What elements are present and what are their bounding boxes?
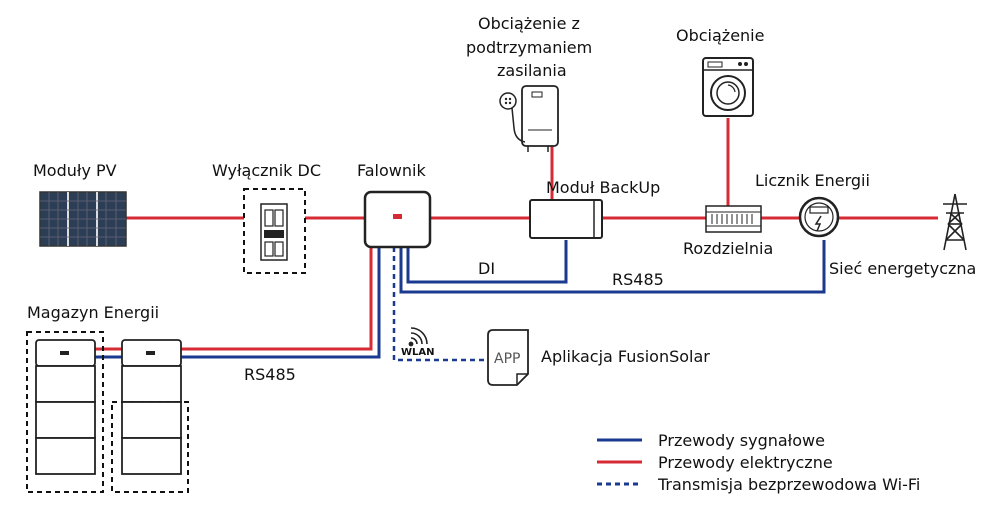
dc-switch-label: Wyłącznik DC	[212, 161, 321, 180]
signal-wires	[95, 240, 826, 359]
solar-panel-icon	[39, 191, 127, 247]
battery-stack-2	[111, 339, 189, 493]
wlan-label: WLAN	[401, 347, 435, 358]
water-heater-icon	[499, 85, 559, 152]
washing-machine-icon	[702, 57, 754, 117]
app-icon-text: APP	[494, 351, 520, 367]
distribution-board-icon	[705, 205, 762, 233]
pv-label: Moduły PV	[33, 161, 117, 180]
inverter-label: Falownik	[357, 161, 426, 180]
backup-box-icon	[529, 199, 603, 239]
battery-stack-1	[26, 331, 104, 493]
wire-rs485-meter	[399, 240, 826, 294]
inverter-icon	[363, 190, 432, 249]
backup-load-label-2: podtrzymaniem	[466, 38, 592, 57]
legend-wifi-label: Transmisja bezprzewodowa Wi-Fi	[657, 475, 920, 494]
energy-meter-icon	[798, 196, 840, 238]
di-label: DI	[478, 259, 495, 278]
rs485-meter-label: RS485	[612, 270, 664, 289]
power-tower-icon	[943, 193, 967, 251]
wire-rs485-battery	[95, 247, 381, 359]
wire-inverter-battery	[95, 247, 373, 351]
energy-storage-label: Magazyn Energii	[27, 303, 159, 322]
electric-wires	[95, 118, 938, 351]
legend: Przewody sygnałowe Przewody elektryczne …	[597, 431, 920, 494]
wifi-icon	[408, 327, 428, 347]
energy-meter-label: Licznik Energii	[755, 171, 870, 190]
backup-load-label-3: zasilania	[497, 61, 567, 80]
grid-label: Sieć energetyczna	[829, 259, 976, 278]
dc-switch-icon	[260, 203, 288, 261]
dc-switch-box	[243, 188, 306, 274]
app-name-label: Aplikacja FusionSolar	[541, 347, 710, 366]
rs485-battery-label: RS485	[244, 365, 296, 384]
load-label: Obciążenie	[676, 26, 764, 45]
legend-electric-label: Przewody elektryczne	[658, 453, 833, 472]
legend-signal-label: Przewody sygnałowe	[658, 431, 825, 450]
distribution-board-label: Rozdzielnia	[683, 239, 773, 258]
wifi-link	[392, 247, 488, 362]
backup-module-label: Moduł BackUp	[546, 178, 660, 197]
app-file-icon: APP	[487, 329, 529, 386]
backup-load-label-1: Obciążenie z	[478, 14, 580, 33]
wire-di	[406, 240, 568, 284]
